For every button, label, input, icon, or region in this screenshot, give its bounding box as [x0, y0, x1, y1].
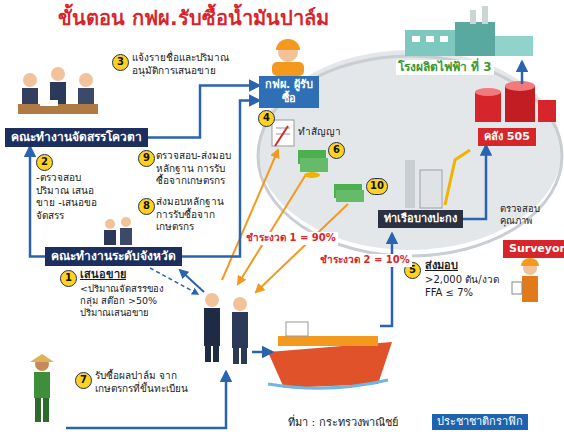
group-band: คณะทำงานจัดสรรโควตา [5, 128, 148, 147]
callout-number: 10 [366, 178, 388, 195]
surveyor-box: Surveyor [503, 240, 564, 258]
node-text: Surveyor [509, 242, 564, 256]
note-text: ชำระงวด 2 = 10% [318, 254, 412, 267]
note-text: ทำสัญญา [298, 126, 341, 139]
note-text: ตรวจสอบ คุณภาพ [500, 203, 558, 227]
depot-box: คลัง 505 [478, 128, 536, 146]
note-text: ชำระงวด 1 = 90% [244, 232, 338, 245]
note-text: เสนอขาย [80, 268, 126, 282]
callout-number: 9 [138, 150, 155, 167]
callout-number: 4 [258, 110, 275, 127]
callout-number: 8 [138, 198, 155, 215]
note-text: รับซื้อผลปาล์ม จากเกษตรกรที่ขึ้นทะเบียน [95, 370, 207, 395]
callout-number: 2 [36, 154, 53, 171]
note-text: ส่งมอบหลักฐาน การรับซื้อจากเกษตรกร [156, 196, 234, 234]
note-text: <ปริมาณจัดสรรของกลุ่ม สต๊อก >50% ปริมาณเ… [80, 283, 178, 319]
group-band: คณะทำงานระดับจังหวัด [45, 247, 182, 266]
node-text: กฟผ. ผู้รับซื้อ [265, 78, 313, 106]
buyer-box: กฟผ. ผู้รับซื้อ [259, 76, 319, 108]
note-text: ส่งมอบ [425, 259, 458, 273]
callout-number: 6 [328, 142, 345, 159]
edge-label: แจ้งรายชื่อและปริมาณ อนุมัติการเสนอขาย [132, 52, 254, 77]
note-text: ประชาชาติกราฟิก [432, 414, 528, 430]
flow-arrow [463, 146, 486, 219]
edge-label: ตรวจสอบ-ส่งมอบหลักฐาน การรับซื้อจากเกษตร… [156, 150, 234, 188]
node-text: ท่าเรือบางปะกง [384, 212, 457, 226]
node-text: คณะทำงานจัดสรรโควตา [11, 130, 142, 145]
node-text: คลัง 505 [484, 130, 530, 144]
callout-number: 1 [60, 270, 77, 287]
callout-number: 7 [75, 372, 92, 389]
flow-arrow [148, 86, 259, 138]
port-box: ท่าเรือบางปะกง [378, 210, 463, 228]
note-text: >2,000 ตัน/งวด FFA ≤ 7% [425, 274, 515, 299]
title: ขั้นตอน กฟผ.รับซื้อน้ำมันปาล์ม [58, 6, 329, 31]
edge-label: -ตรวจสอบปริมาณ เสนอขาย -เสนอขอจัดสรร [36, 172, 100, 222]
note-text: โรงผลิตไฟฟ้า ที่ 3 [396, 60, 494, 75]
node-text: คณะทำงานระดับจังหวัด [51, 249, 176, 264]
source-caption: ที่มา : กระทรวงพาณิชย์ [288, 416, 398, 430]
callout-number: 3 [112, 54, 129, 71]
